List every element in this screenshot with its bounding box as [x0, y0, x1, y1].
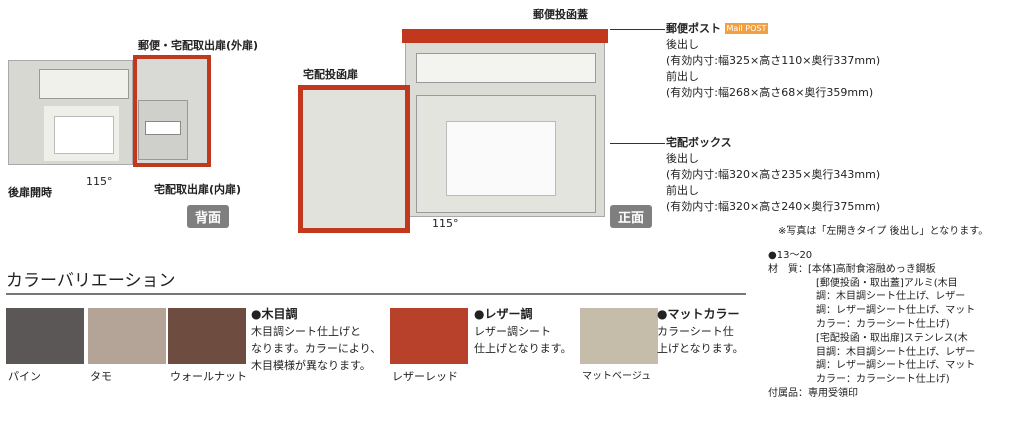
spec-line: カラー：カラーシート仕上げ) — [816, 374, 950, 386]
spec-line: 材 質：[本体]高耐食溶融めっき鋼板 — [768, 263, 936, 275]
parcelbox-rear-label: 後出し — [666, 152, 699, 165]
group-text: 木目調シート仕上げと — [251, 325, 361, 338]
mailbox-title: 郵便ポスト — [666, 22, 721, 35]
mail-post-logo: Mail POST — [724, 23, 769, 34]
spec-line: 調：レザー調シート仕上げ、マット — [816, 305, 976, 317]
parcelbox-front-dims: (有効内寸:幅320×高さ240×奥行375mm) — [666, 200, 881, 213]
outer-door-label: 郵便・宅配取出扉(外扉) — [138, 39, 259, 52]
group-title: ●レザー調 — [474, 307, 533, 321]
wood-group: ●木目調 木目調シート仕上げと なります。カラーにより、 木目模様が異なります。 — [251, 306, 381, 374]
material-specs: ●13～20 材 質：[本体]高耐食溶融めっき鋼板 [郵便投函・取出蓋]アルミ(… — [768, 249, 975, 401]
swatch-leather-red — [390, 308, 468, 364]
spec-line: カラー：カラーシート仕上げ) — [816, 318, 950, 330]
group-text: カラーシート仕 — [657, 325, 734, 338]
spec-line: [宅配投函・取出扉]ステンレス(木 — [816, 332, 968, 344]
model-range: ●13～20 — [768, 250, 813, 261]
swatch-label: タモ — [90, 370, 112, 383]
back-view-product — [8, 60, 133, 165]
mail-lid-label: 郵便投函蓋 — [533, 8, 588, 21]
parcelbox-title: 宅配ボックス — [666, 136, 732, 149]
mailbox-rear-dims: (有効内寸:幅325×高さ110×奥行337mm) — [666, 54, 881, 67]
parcel-door-label: 宅配投函扉 — [303, 68, 358, 81]
leather-group: ●レザー調 レザー調シート 仕上げとなります。 — [474, 306, 572, 357]
mailbox-front-label: 前出し — [666, 70, 699, 83]
swatch-pine — [6, 308, 84, 364]
group-title: ●マットカラー — [657, 307, 740, 321]
front-angle: 115° — [432, 217, 459, 230]
rear-open-label: 後扉開時 — [8, 186, 52, 199]
group-text: 木目模様が異なります。 — [251, 359, 371, 372]
front-view-product — [402, 29, 608, 217]
spec-line: [郵便投函・取出蓋]アルミ(木目 — [816, 277, 958, 289]
color-section-title: カラーバリエーション — [6, 271, 176, 291]
photo-note: ※写真は「左開きタイプ 後出し」となります。 — [778, 226, 989, 237]
group-text: なります。カラーにより、 — [251, 342, 382, 355]
swatch-matte-beige — [580, 308, 658, 364]
swatch-label: レザーレッド — [392, 370, 458, 383]
spec-line: 目調：木目調シート仕上げ、レザー — [816, 346, 976, 358]
matte-group: ●マットカラー カラーシート仕 上げとなります。 — [657, 306, 744, 357]
spec-line: 調：レザー調シート仕上げ、マット — [816, 360, 976, 372]
parcelbox-spec: 宅配ボックス 後出し (有効内寸:幅320×高さ235×奥行343mm) 前出し… — [666, 135, 880, 215]
parcel-door — [298, 85, 410, 233]
spec-line: 付属品：専用受領印 — [768, 387, 858, 399]
swatch-label: パイン — [8, 370, 41, 383]
swatch-label: マットベージュ — [582, 371, 652, 382]
swatch-label: ウォールナット — [170, 370, 247, 383]
parcelbox-front-label: 前出し — [666, 184, 699, 197]
back-badge: 背面 — [187, 205, 230, 228]
mailbox-front-dims: (有効内寸:幅268×高さ68×奥行359mm) — [666, 86, 874, 99]
group-text: 仕上げとなります。 — [474, 342, 572, 355]
group-text: 上げとなります。 — [657, 342, 744, 355]
inner-door-label: 宅配取出扉(内扉) — [154, 183, 242, 196]
mailbox-rear-label: 後出し — [666, 38, 699, 51]
group-title: ●木目調 — [251, 307, 298, 321]
swatch-tamo — [88, 308, 166, 364]
front-badge: 正面 — [610, 205, 653, 228]
swatch-walnut — [168, 308, 246, 364]
spec-line: 調：木目調シート仕上げ、レザー — [816, 291, 966, 303]
inner-door — [138, 100, 188, 160]
group-text: レザー調シート — [474, 325, 551, 338]
parcelbox-rear-dims: (有効内寸:幅320×高さ235×奥行343mm) — [666, 168, 881, 181]
back-angle: 115° — [86, 175, 113, 188]
mailbox-spec: 郵便ポスト Mail POST 後出し (有効内寸:幅325×高さ110×奥行3… — [666, 21, 880, 101]
